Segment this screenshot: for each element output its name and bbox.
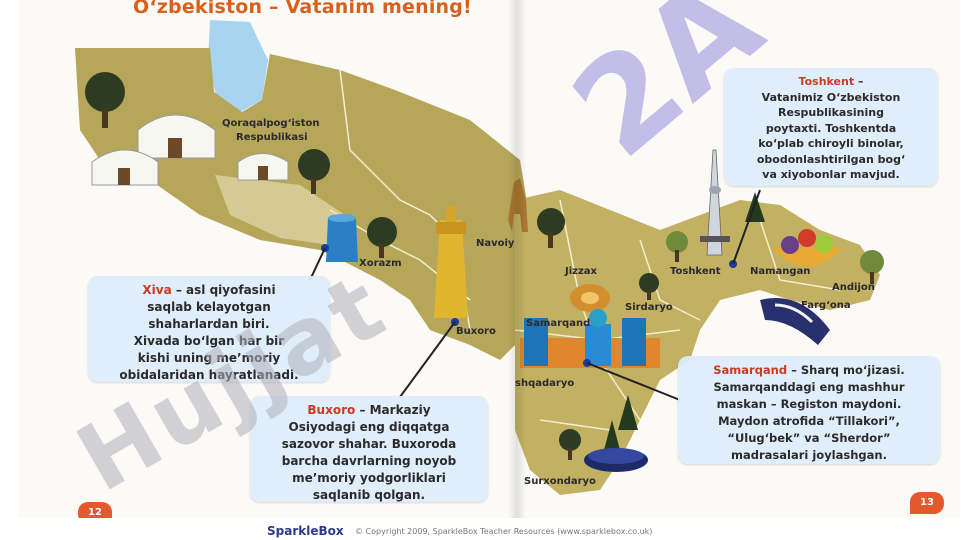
card-buxoro-line: – Markaziy <box>359 403 431 417</box>
region-label-toshkent: Toshkent <box>670 266 721 277</box>
card-toshkent-head: Toshkent <box>798 75 855 88</box>
minaret-icon <box>434 206 468 318</box>
region-label-sirdaryo: Sirdaryo <box>625 302 673 313</box>
card-buxoro: Buxoro – Markaziy Osiyodagi eng diqqatga… <box>250 396 488 502</box>
tree-icon <box>85 72 125 128</box>
region-label-fargona: Farg‘ona <box>801 300 851 311</box>
region-label-jizzax: Jizzax <box>565 266 597 277</box>
tree-icon <box>367 217 397 258</box>
card-toshkent-line: poytaxti. Toshkentda <box>765 121 897 135</box>
region-label-qoraqalpogiston-2: Respublikasi <box>236 132 308 143</box>
fruit-basket-icon <box>772 229 842 267</box>
card-samarqand-line: – Sharq mo‘jizasi. <box>791 363 905 377</box>
tree-icon <box>639 273 659 300</box>
card-toshkent-line: Vatanimiz O‘zbekiston <box>761 90 901 104</box>
xiva-pointer <box>309 247 326 281</box>
cap-icon <box>760 298 830 345</box>
card-toshkent: Toshkent – Vatanimiz O‘zbekiston Respubl… <box>724 68 938 186</box>
yurt-icon <box>137 114 216 159</box>
region-label-qashqadaryo: shqadaryo <box>515 378 575 389</box>
sparklebox-logo: SparkleBox <box>267 524 344 538</box>
region-label-qoraqalpogiston-1: Qoraqalpog‘iston <box>222 118 320 129</box>
land-east <box>515 190 880 495</box>
copyright-text: © Copyright 2009, SparkleBox Teacher Res… <box>355 527 653 536</box>
card-samarqand-line: Samarqanddagi eng mashhur <box>713 380 905 394</box>
uzbekistan-map <box>75 20 884 495</box>
card-samarqand-line: maskan – Registon maydoni. <box>716 397 902 411</box>
card-buxoro-line: barcha davrlarning noyob <box>281 454 457 468</box>
card-samarqand-head: Samarqand <box>713 363 788 377</box>
region-label-navoiy: Navoiy <box>476 238 515 249</box>
page-number-right: 13 <box>910 492 944 514</box>
book-gutter <box>508 0 526 518</box>
card-xiva: Xiva – asl qiyofasini saqlab kelayotgan … <box>88 276 330 382</box>
card-toshkent-line: obodonlashtirilgan bog‘ <box>756 152 906 166</box>
tree-icon <box>666 231 688 262</box>
samarqand-pointer <box>586 362 681 401</box>
card-samarqand-line: “Ulug‘bek” va “Sherdor” <box>727 431 891 445</box>
region-label-samarqand: Samarqand <box>526 318 591 329</box>
region-label-xorazm: Xorazm <box>359 258 402 269</box>
region-label-buxoro: Buxoro <box>456 326 496 337</box>
card-toshkent-line: va xiyobonlar mavjud. <box>762 168 900 181</box>
card-xiva-line: saqlab kelayotgan <box>147 300 271 314</box>
yurt-icon <box>237 153 289 181</box>
card-buxoro-line: me’moriy yodgorliklari <box>292 471 446 485</box>
pottery-icon <box>584 448 648 472</box>
tree-icon <box>559 429 581 460</box>
region-label-andijon: Andijon <box>832 282 875 293</box>
card-toshkent-line: – <box>857 75 864 88</box>
card-samarqand-line: madrasalari joylashgan. <box>731 448 887 462</box>
tv-tower-icon <box>700 149 730 256</box>
aral-sea <box>208 20 268 112</box>
card-xiva-line: shaharlardan biri. <box>148 317 270 331</box>
tree-icon <box>604 395 638 450</box>
bread-icon <box>570 284 610 312</box>
tree-icon <box>537 208 565 248</box>
buxoro-pointer <box>399 321 456 398</box>
footer-bar <box>0 518 961 540</box>
region-label-surxondaryo: Surxondaryo <box>524 476 596 487</box>
card-buxoro-head: Buxoro <box>307 403 356 417</box>
toshkent-pointer <box>732 189 761 265</box>
card-xiva-line: kishi uning me’moriy <box>137 351 281 365</box>
minaret-icon <box>326 214 358 262</box>
camel-icon <box>508 178 528 232</box>
card-buxoro-line: Osiyodagi eng diqqatga <box>288 420 450 434</box>
card-xiva-line: – asl qiyofasini <box>175 283 276 297</box>
tree-icon <box>298 149 330 194</box>
card-toshkent-line: Respublikasining <box>778 106 884 119</box>
region-label-namangan: Namangan <box>750 266 811 277</box>
card-buxoro-line: sazovor shahar. Buxoroda <box>281 437 457 451</box>
card-samarqand: Samarqand – Sharq mo‘jizasi. Samarqandda… <box>678 356 940 464</box>
card-xiva-head: Xiva <box>142 283 172 297</box>
card-samarqand-line: Maydon atrofida “Tillakori”, <box>718 414 900 428</box>
card-xiva-line: obidalaridan hayratlanadi. <box>119 368 299 382</box>
card-buxoro-line: saqlanib qolgan. <box>312 488 426 502</box>
desert-patch <box>215 175 345 245</box>
yurt-icon <box>91 149 159 186</box>
tree-icon <box>860 250 884 284</box>
card-xiva-line: Xivada bo‘lgan har bir <box>133 334 285 348</box>
card-toshkent-line: ko‘plab chiroyli binolar, <box>758 137 904 150</box>
page-title: O‘zbekiston – Vatanim mening! <box>133 0 472 18</box>
